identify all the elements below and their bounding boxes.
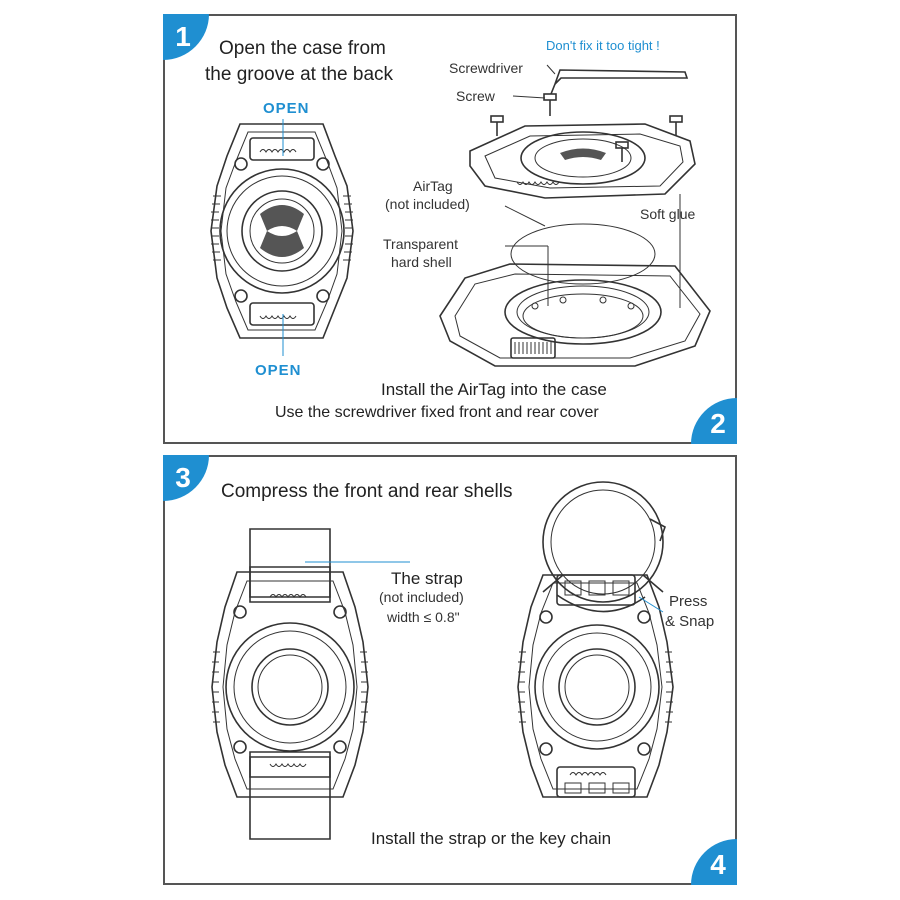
strap-label-line-1: The strap [391, 569, 463, 588]
step-3-4-illustration [211, 481, 674, 840]
case-back-drawing [210, 119, 354, 356]
open-label-bottom: OPEN [255, 362, 302, 379]
shell-label-line-2: hard shell [391, 254, 452, 270]
screw-label: Screw [456, 88, 495, 104]
press-label: Press [669, 593, 708, 610]
strap-label-line-3: width ≤ 0.8" [387, 609, 460, 625]
case-with-strap-drawing [211, 528, 410, 840]
step-1-title-line-2: the groove at the back [205, 64, 394, 85]
airtag-label-line-2: (not included) [385, 196, 470, 212]
step-1-title-line-1: Open the case from [219, 38, 386, 59]
shell-label-line-1: Transparent [383, 236, 458, 252]
strap-label-line-2: (not included) [379, 589, 464, 605]
screwdriver-label: Screwdriver [449, 60, 523, 76]
exploded-view-drawing [439, 64, 711, 367]
step-1-2-panel: 1 2 [163, 14, 737, 444]
warning-label: Don't fix it too tight ! [546, 38, 660, 53]
case-with-keyring-drawing [517, 481, 674, 798]
step-3-title: Compress the front and rear shells [221, 481, 513, 502]
step-2-caption-line-1: Install the AirTag into the case [381, 380, 607, 399]
open-label-top: OPEN [263, 100, 310, 117]
snap-label: & Snap [665, 613, 715, 630]
step-1-badge: 1 [163, 14, 209, 60]
step-1-2-illustration [210, 64, 711, 367]
airtag-label-line-1: AirTag [413, 178, 453, 194]
step-3-4-panel: 3 4 [163, 455, 737, 885]
step-4-caption: Install the strap or the key chain [371, 829, 612, 848]
soft-glue-label: Soft glue [640, 206, 696, 222]
step-2-caption-line-2: Use the screwdriver fixed front and rear… [275, 404, 599, 421]
